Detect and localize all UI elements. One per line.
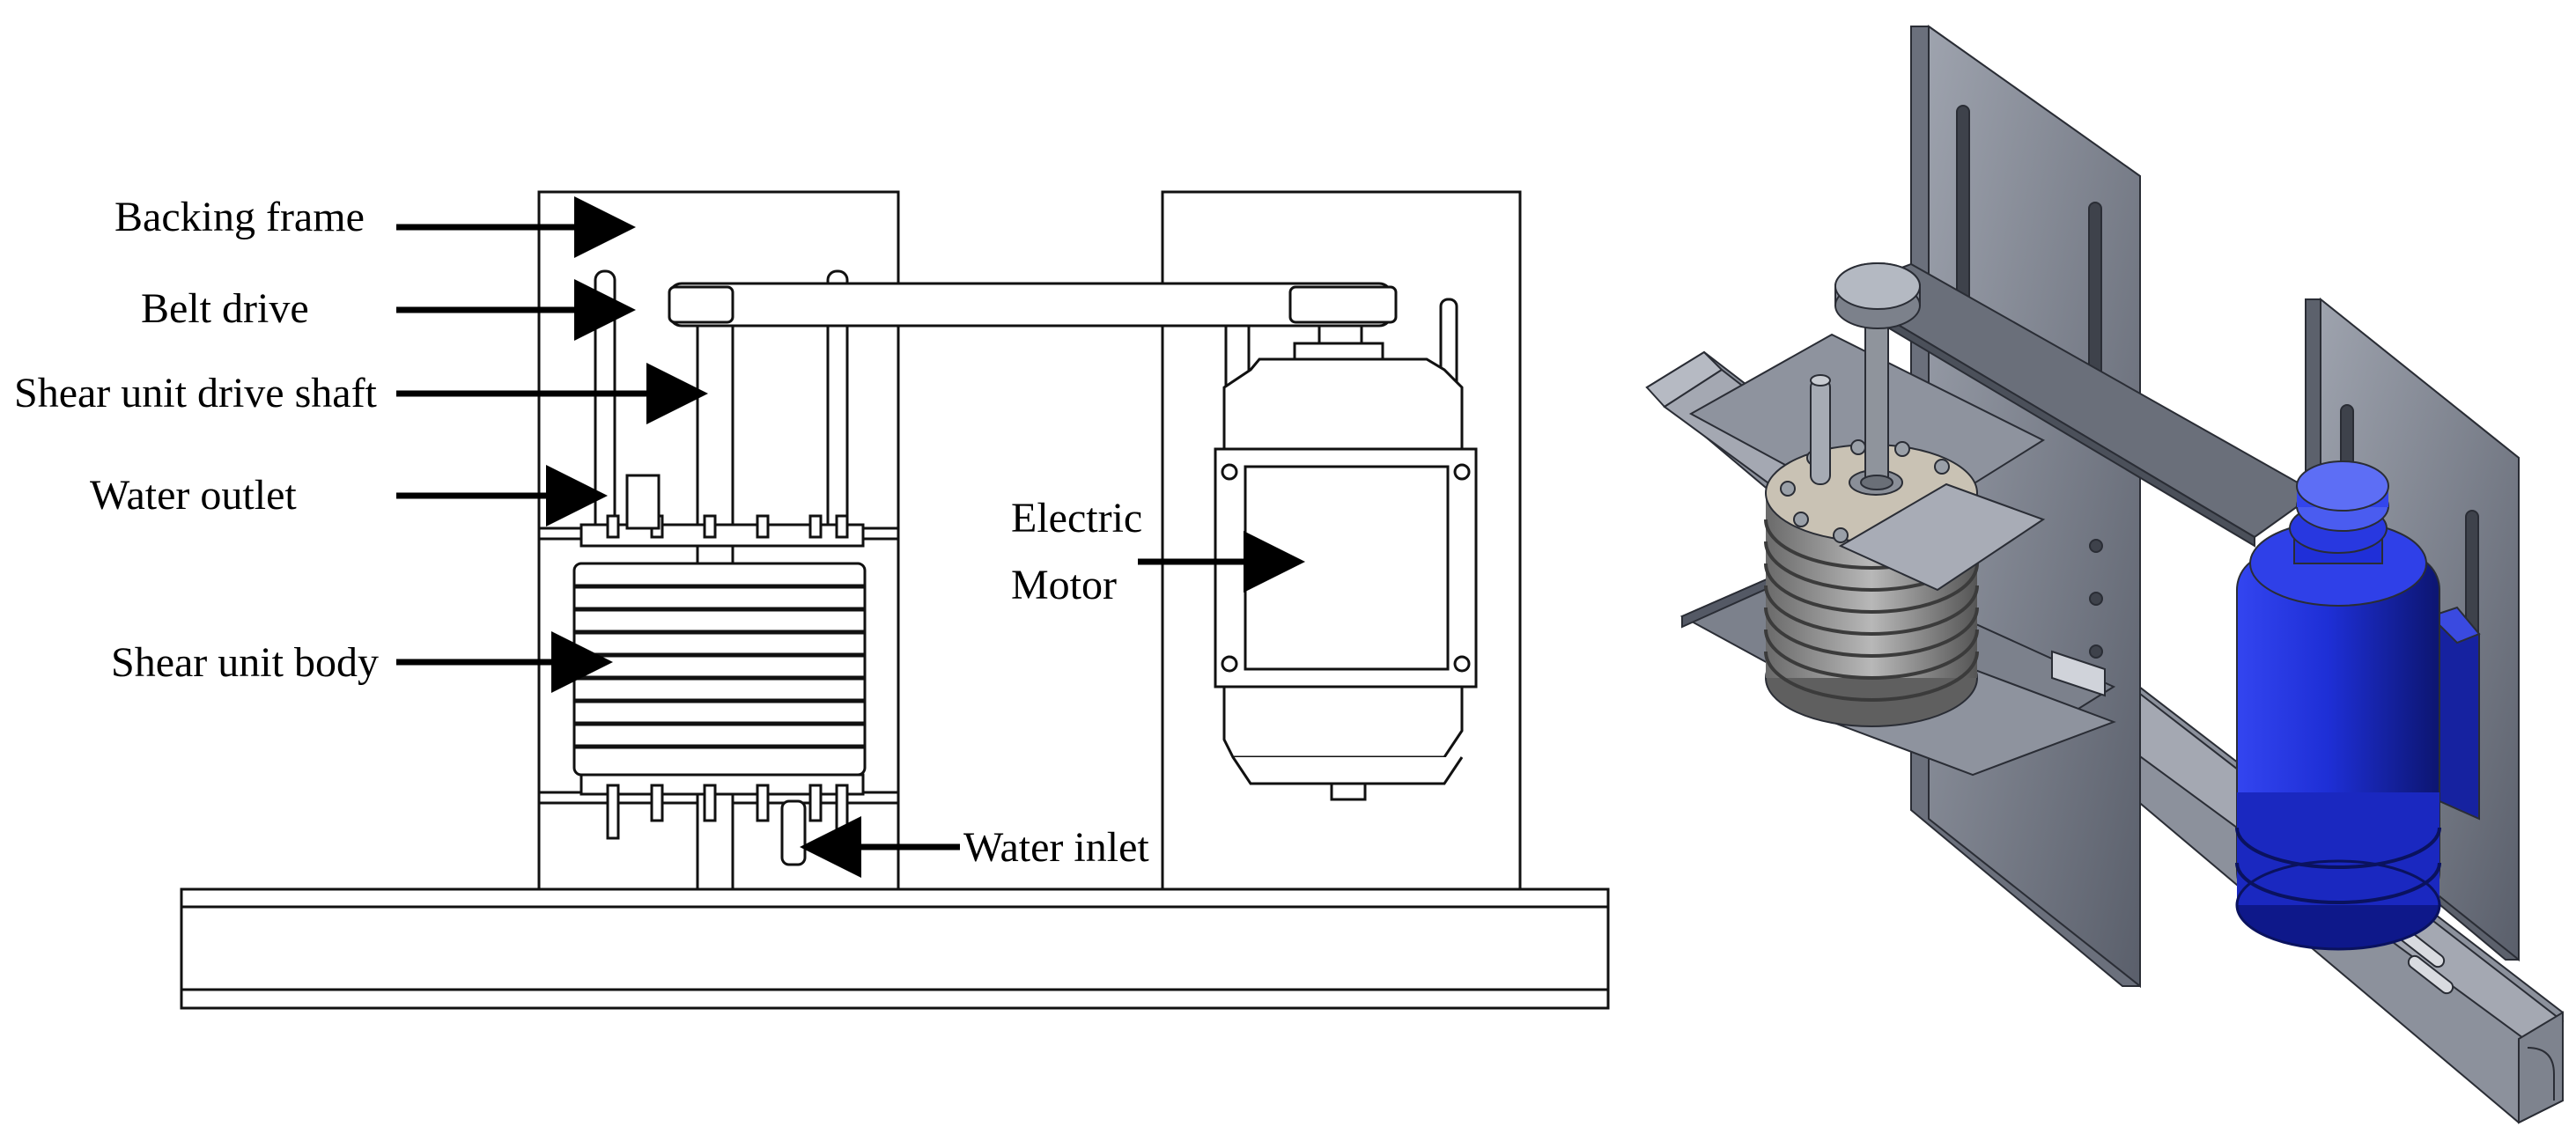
base-channel bbox=[180, 887, 1610, 1010]
label-drive-shaft: Shear unit drive shaft bbox=[14, 370, 378, 416]
label-water-inlet: Water inlet bbox=[963, 824, 1149, 871]
iso-belt-drive bbox=[1834, 262, 2318, 548]
isometric-view-drawing bbox=[1645, 25, 2565, 1124]
iso-water-pipes bbox=[1810, 374, 1831, 485]
component-labels: Backing frame Belt drive Shear unit driv… bbox=[14, 194, 1149, 871]
label-motor-line1: Electric bbox=[1011, 495, 1142, 541]
belt-drive bbox=[668, 282, 1398, 328]
label-water-outlet: Water outlet bbox=[90, 472, 297, 519]
water-inlet-pipe bbox=[780, 799, 807, 866]
label-motor-line2: Motor bbox=[1011, 562, 1117, 608]
iso-electric-motor bbox=[2235, 460, 2481, 951]
label-backing-frame: Backing frame bbox=[114, 194, 365, 240]
iso-drive-shaft bbox=[1860, 307, 1893, 490]
iso-front-clamp-plate bbox=[1838, 482, 2046, 592]
shear-unit-body bbox=[572, 562, 867, 777]
label-shear-body: Shear unit body bbox=[111, 639, 379, 686]
front-view-drawing bbox=[180, 190, 1610, 1010]
leader-arrows bbox=[396, 196, 1305, 878]
electric-motor-drawing bbox=[1214, 298, 1478, 801]
label-belt-drive: Belt drive bbox=[141, 285, 309, 332]
